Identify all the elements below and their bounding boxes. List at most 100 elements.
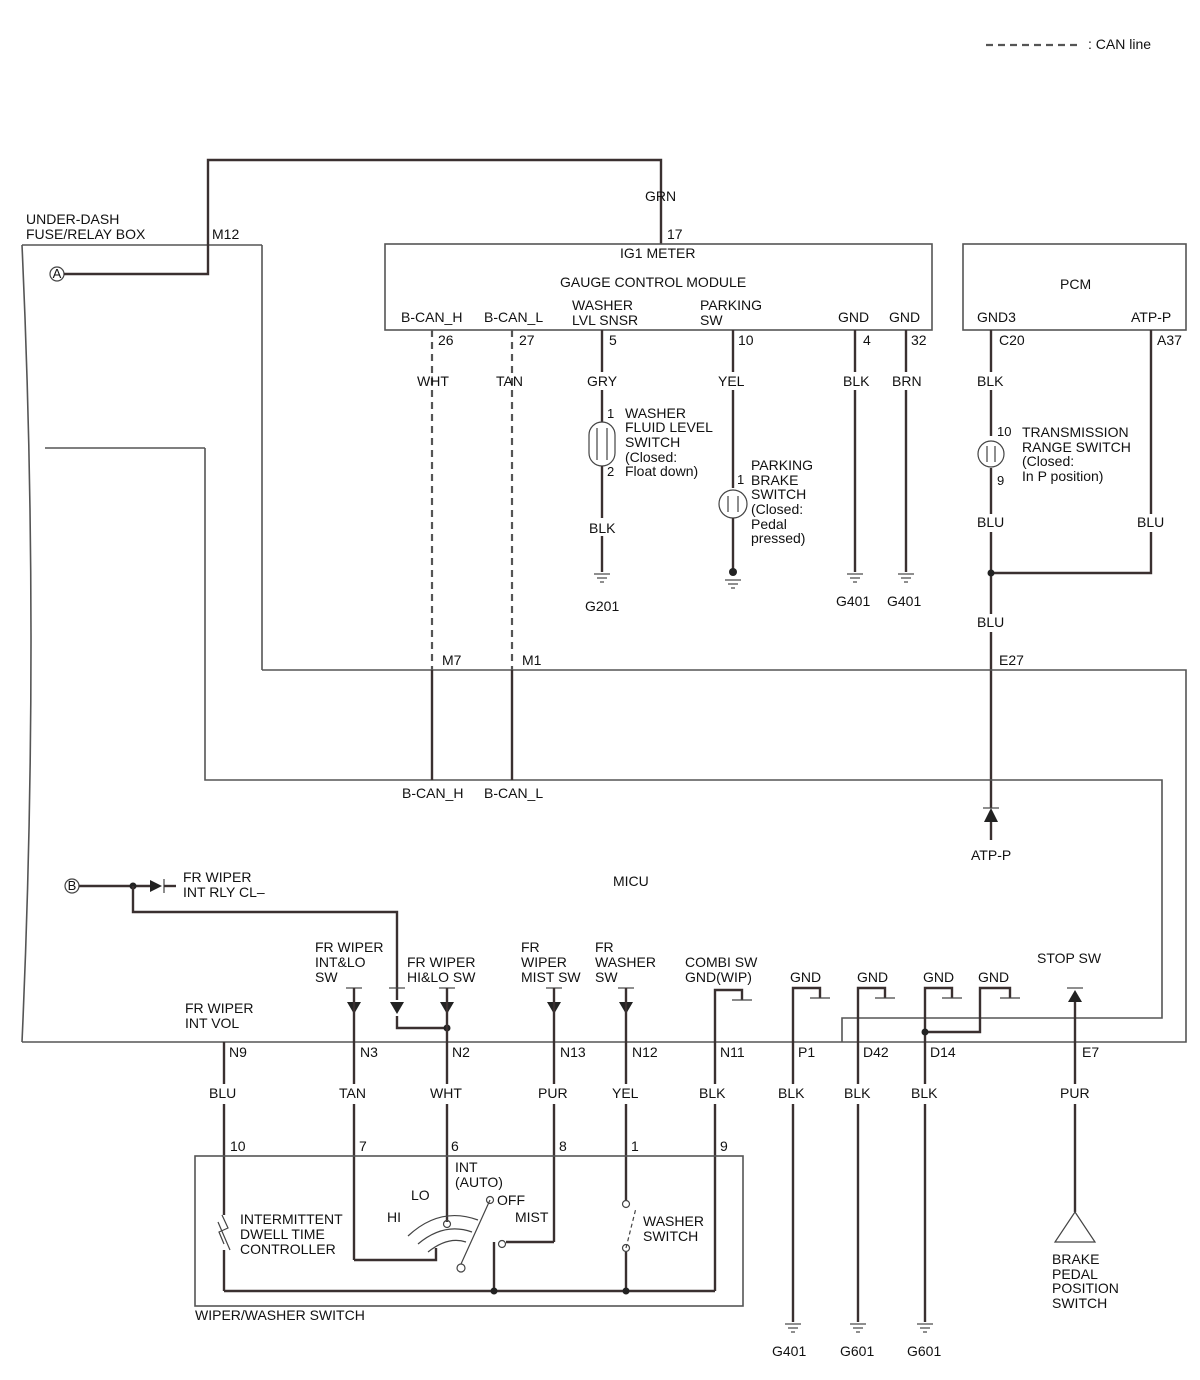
wf-label-5: Float down) [625, 463, 698, 479]
ws-wash-2: SWITCH [643, 1228, 698, 1244]
gauge-grounds: G401 G401 [836, 330, 921, 609]
gauge-bcanl-label: B-CAN_L [484, 309, 543, 325]
micu-wire-9: PUR [1060, 1085, 1090, 1101]
wf-label-3: SWITCH [625, 434, 680, 450]
micu-wire-0: BLU [209, 1085, 236, 1101]
trs-label-3: (Closed: [1022, 453, 1074, 469]
under-dash-fuse-relay-box: UNDER-DASH FUSE/RELAY BOX M12 A [21, 211, 263, 1043]
ctrl-label-1: INTERMITTENT [240, 1211, 343, 1227]
ws-pin-7: 7 [359, 1138, 367, 1154]
int-vol-label-2: INT VOL [185, 1015, 239, 1031]
legend-label: : CAN line [1088, 36, 1151, 52]
micu-pin-n13: N13 [560, 1044, 586, 1060]
wf-pin-2: 2 [607, 464, 614, 479]
wire-yel: YEL [718, 373, 745, 389]
micu: M7 M1 E27 B-CAN_H B-CAN_L ATP-P MICU B F… [22, 448, 1187, 1043]
gauge-pin-4: 4 [863, 332, 871, 348]
micu-wire-6: BLK [778, 1085, 805, 1101]
micu-pin-d42: D42 [863, 1044, 889, 1060]
sw-wash-label-3: SW [595, 969, 618, 985]
micu-pin-d14: D14 [930, 1044, 956, 1060]
bpp-label-4: SWITCH [1052, 1295, 1107, 1311]
pb-pin-1: 1 [737, 472, 744, 487]
pb-label-6: pressed) [751, 530, 805, 546]
micu-pin-n11: N11 [720, 1044, 745, 1060]
micu-wire-colors: BLU TAN WHT PUR YEL BLK BLK BLK BLK PUR [209, 1085, 1090, 1101]
sw-int-label-1: FR WIPER [315, 939, 383, 955]
connector-m12: M12 [212, 226, 239, 242]
ws-pin-9: 9 [720, 1138, 728, 1154]
pcm-title: PCM [1060, 276, 1091, 292]
sw-int-label-3: SW [315, 969, 338, 985]
micu-pin-p1: P1 [798, 1044, 815, 1060]
brake-pedal-position-switch: BRAKE PEDAL POSITION SWITCH [1052, 1210, 1119, 1311]
micu-gnd-label-2: GND [857, 969, 888, 985]
wiper-washer-switch-title: WIPER/WASHER SWITCH [195, 1307, 365, 1323]
micu-bcanh: B-CAN_H [402, 785, 463, 801]
ground-icon [850, 1323, 866, 1333]
trs-label-4: In P position) [1022, 468, 1103, 484]
micu-pin-n3: N3 [360, 1044, 378, 1060]
ground-g601-a: G601 [840, 1343, 874, 1359]
sw-int-label-2: INT&LO [315, 954, 366, 970]
micu-wire-7: BLK [844, 1085, 871, 1101]
pb-label-3: SWITCH [751, 486, 806, 502]
ground-icon [898, 573, 914, 583]
micu-title: MICU [613, 873, 649, 889]
micu-m7: M7 [442, 652, 462, 668]
sensor-triangle-icon [1053, 1210, 1097, 1243]
trs-label-2: RANGE SWITCH [1022, 439, 1131, 455]
micu-wire-3: PUR [538, 1085, 568, 1101]
sw-hi-label-2: HI&LO SW [407, 969, 476, 985]
micu-wire-1: TAN [339, 1085, 366, 1101]
input-arrows [346, 987, 1083, 1042]
wire-blk: BLK [843, 373, 870, 389]
lower-wires [222, 1042, 1077, 1322]
micu-e27: E27 [999, 652, 1024, 668]
gauge-washer-label-1: WASHER [572, 297, 633, 313]
micu-pin-n12: N12 [632, 1044, 658, 1060]
relay-label-2: INT RLY CL– [183, 884, 265, 900]
ground-g401-c: G401 [772, 1343, 806, 1359]
ground-g601-b: G601 [907, 1343, 941, 1359]
pcm-wire-blk: BLK [977, 373, 1004, 389]
micu-pin-n9: N9 [229, 1044, 247, 1060]
wire-wht: WHT [417, 373, 449, 389]
ws-pin-10: 10 [230, 1138, 246, 1154]
ws-wash-1: WASHER [643, 1213, 704, 1229]
gauge-pin-10: 10 [738, 332, 754, 348]
micu-atpp: ATP-P [971, 847, 1011, 863]
ground-icon [725, 579, 741, 589]
pb-label-2: BRAKE [751, 472, 798, 488]
relay-label-1: FR WIPER [183, 869, 251, 885]
ws-int-2: (AUTO) [455, 1174, 503, 1190]
wire-tan: TAN [496, 373, 523, 389]
wf-wire-blk: BLK [589, 520, 616, 536]
under-dash-label-1: UNDER-DASH [26, 211, 119, 227]
terminal-a-label: A [53, 266, 62, 281]
gauge-gnd-label-b: GND [889, 309, 920, 325]
trs-pin-10: 10 [997, 424, 1011, 439]
ws-int-1: INT [455, 1159, 478, 1175]
wiper-washer-switch: 10 7 6 8 1 9 INTERMITTENT DWELL TIME CON… [194, 1138, 744, 1323]
gauge-washer-label-2: LVL SNSR [572, 312, 638, 328]
micu-wire-2: WHT [430, 1085, 462, 1101]
wf-label-4: (Closed: [625, 449, 677, 465]
combi-label-2: GND(WIP) [685, 969, 752, 985]
ws-pin-6: 6 [451, 1138, 459, 1154]
micu-gnd-label-1: GND [790, 969, 821, 985]
sw-mist-label-3: MIST SW [521, 969, 581, 985]
under-dash-label-2: FUSE/RELAY BOX [26, 226, 146, 242]
ground-g401-a: G401 [836, 593, 870, 609]
wf-label-2: FLUID LEVEL [625, 419, 713, 435]
ground-icon [847, 573, 863, 583]
pcm-wire-blu-1: BLU [977, 514, 1004, 530]
wiper-rotary-switch-icon [354, 1195, 554, 1291]
bpp-label-3: POSITION [1052, 1280, 1119, 1296]
washer-switch-icon [621, 1199, 637, 1291]
gauge-pin-32: 32 [911, 332, 927, 348]
pb-label-1: PARKING [751, 457, 813, 473]
micu-pins: N9 N3 N2 N13 N12 N11 P1 D42 D14 E7 [229, 1044, 1099, 1060]
ig1-wire-color: GRN [645, 188, 676, 204]
